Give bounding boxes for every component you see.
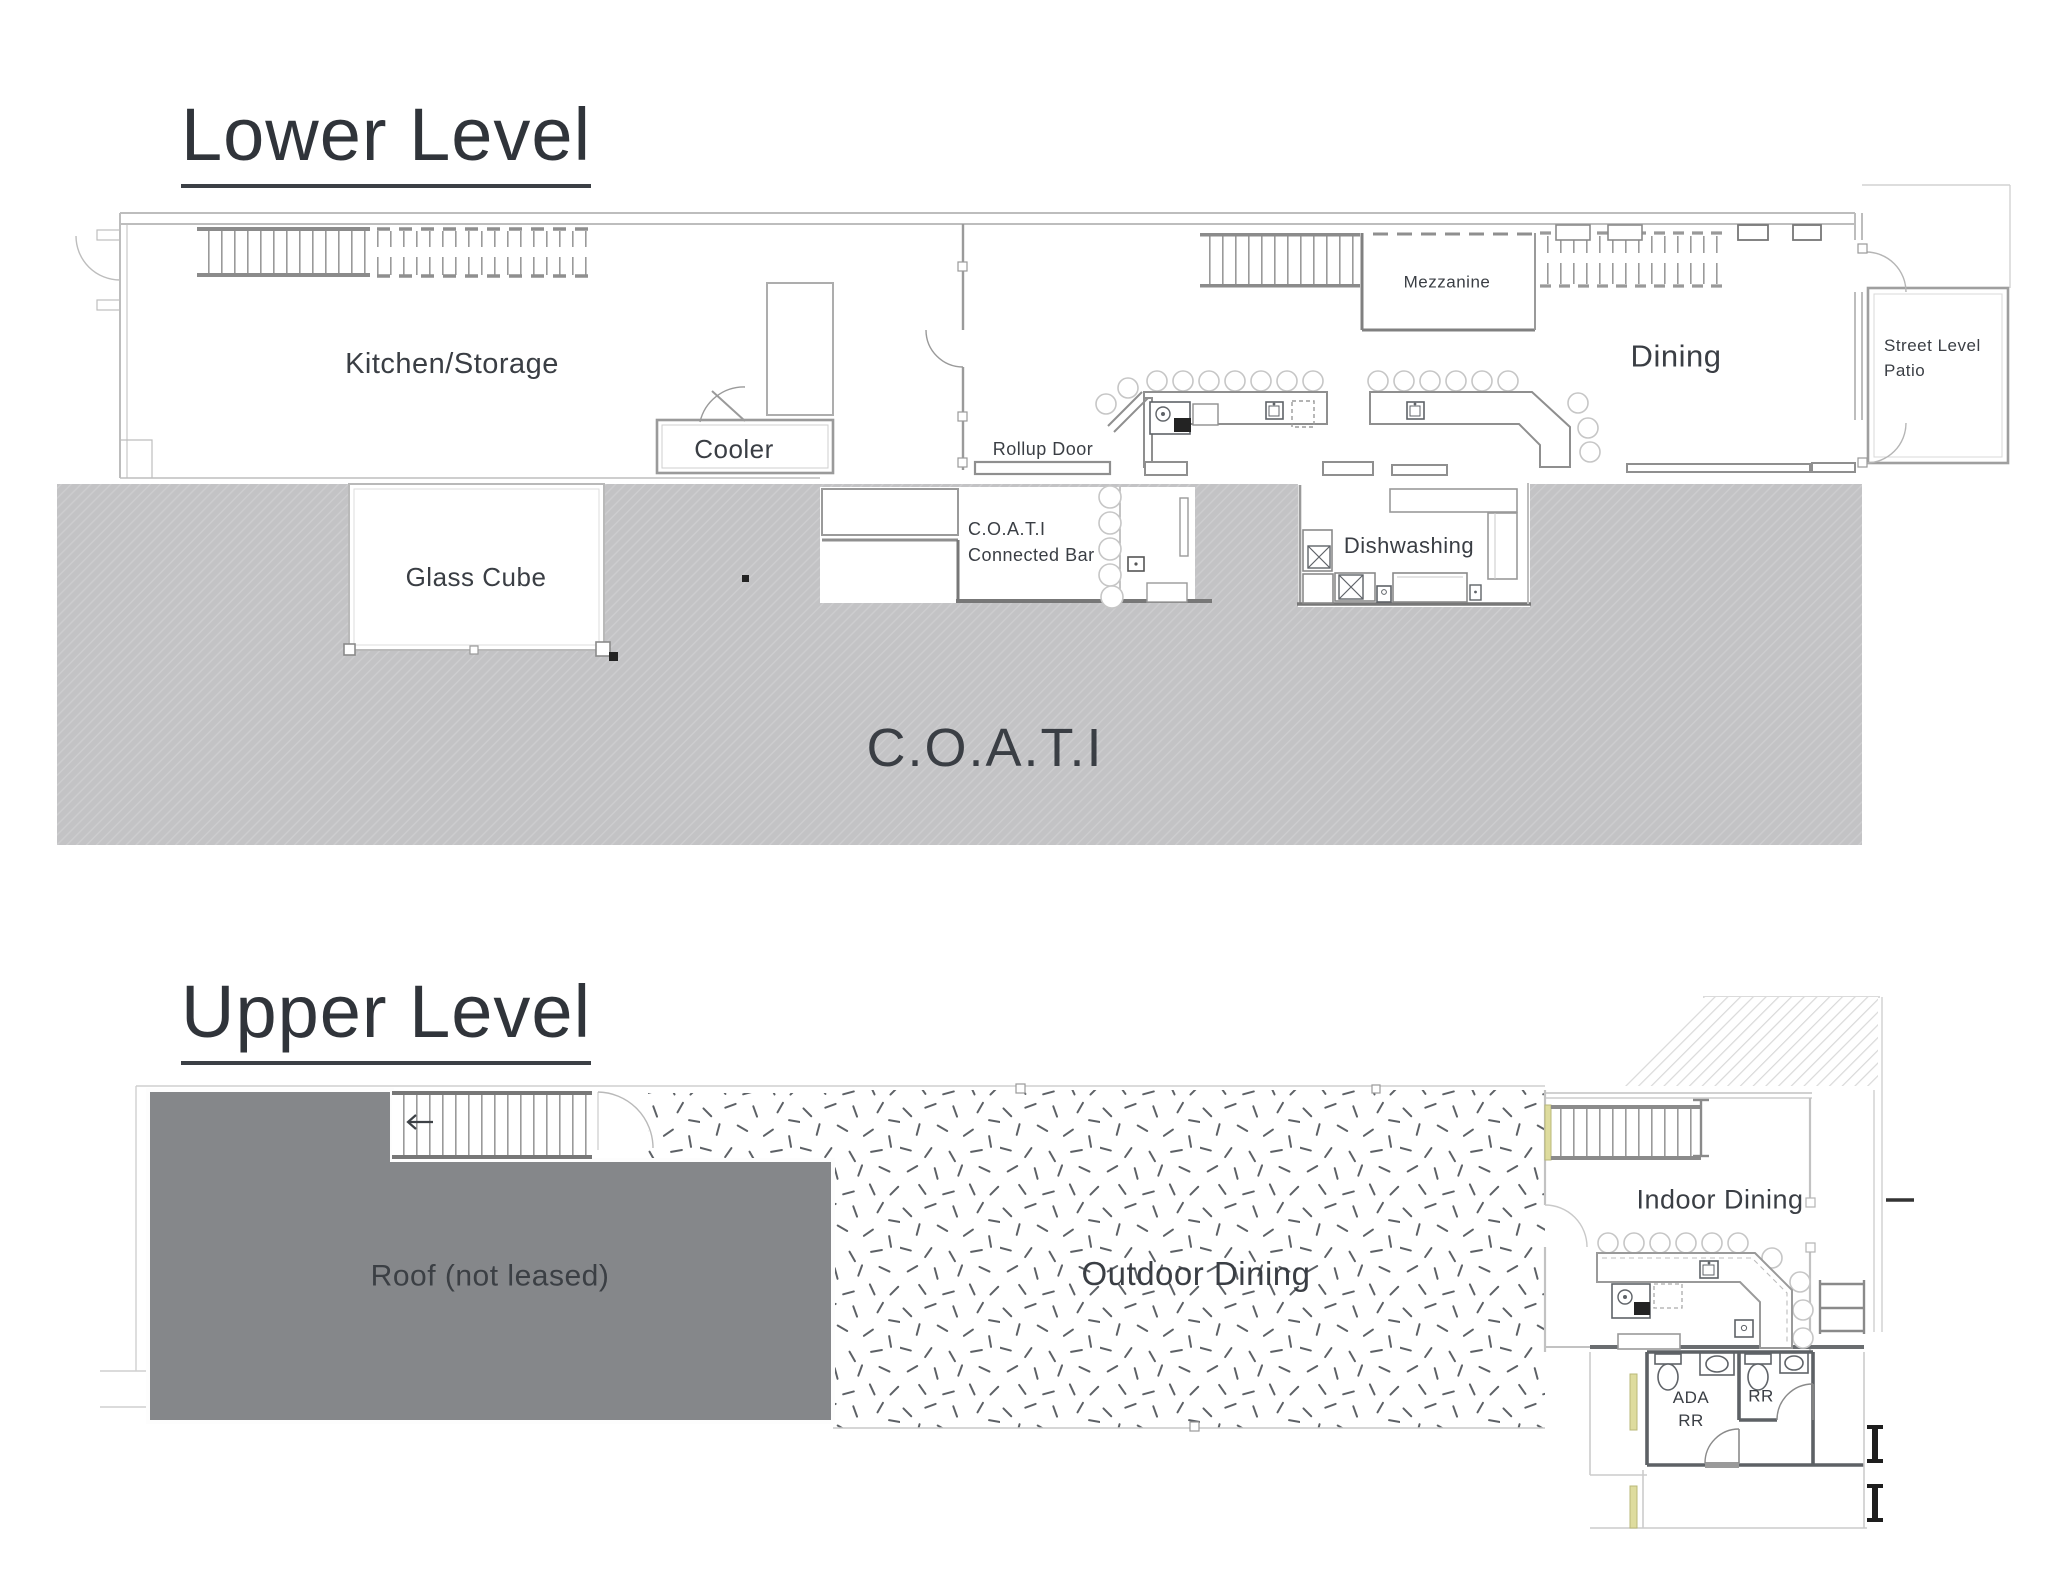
outdoor-dining-landing	[648, 1093, 833, 1160]
ada-door-arc	[1704, 1428, 1740, 1464]
dashed-equipment	[1291, 400, 1315, 428]
label-kitchen-storage: Kitchen/Storage	[345, 347, 559, 380]
sink-icon	[1265, 401, 1284, 420]
toilet-icon	[1744, 1353, 1772, 1391]
label-outdoor-dining: Outdoor Dining	[1081, 1255, 1311, 1293]
toilet-icon	[1654, 1353, 1682, 1391]
survey-marker	[1189, 1421, 1200, 1432]
door-strip	[1629, 1485, 1638, 1529]
label-glass-cube: Glass Cube	[405, 562, 547, 593]
kitchen-stairs	[197, 227, 588, 278]
west-door-arc	[75, 235, 121, 281]
label-indoor-dining: Indoor Dining	[1636, 1184, 1804, 1215]
cooler-door-arc	[699, 386, 746, 423]
patio-door-arc	[1865, 422, 1907, 464]
sink-icon	[1376, 585, 1392, 603]
roof-stairs	[392, 1090, 654, 1160]
door-icon	[1127, 556, 1145, 572]
arrow-left-icon	[406, 1114, 433, 1130]
sink-icon	[1406, 401, 1425, 420]
bathroom-sink-icon	[1779, 1352, 1809, 1374]
kitchen-door-arc	[925, 329, 964, 368]
sink-icon	[1734, 1319, 1754, 1338]
lower-exterior-walls	[75, 212, 1863, 479]
espresso-machine-icon	[1149, 401, 1191, 435]
glass-cube-room	[343, 483, 749, 661]
sink-icon	[1699, 1260, 1719, 1279]
dishwashing-room	[1297, 483, 1531, 607]
connected-bar-room	[820, 485, 1212, 609]
street-patio	[1857, 184, 2011, 468]
upper-stairs	[1544, 1098, 1709, 1161]
door-strip	[1629, 1373, 1638, 1431]
hatched-roof-corner	[1615, 997, 1878, 1086]
roof-door-arc	[597, 1091, 654, 1149]
lower-level-title: Lower Level	[181, 98, 592, 188]
label-connected-bar: C.O.A.T.I Connected Bar	[968, 519, 1095, 566]
patio-door-arc	[1865, 251, 1907, 293]
bar-stools	[1597, 1232, 1814, 1349]
lower-level-plan	[57, 184, 2011, 845]
indoor-bar	[1596, 1232, 1814, 1350]
bar-cabinet	[1192, 403, 1219, 426]
upper-level-plan	[100, 996, 1914, 1529]
kitchen-divider-wall	[925, 224, 968, 470]
survey-marker	[1015, 1083, 1026, 1094]
restrooms	[1589, 1350, 1883, 1529]
indoor-door-arc	[1544, 1204, 1588, 1248]
table	[1792, 224, 1822, 241]
bathroom-sink-icon	[1699, 1352, 1735, 1376]
center-bar	[1095, 370, 1328, 468]
label-rr: RR	[1748, 1386, 1774, 1406]
bar-stools	[1367, 370, 1601, 463]
dish-machine-icon	[1334, 572, 1376, 602]
corridor-stairs	[1818, 1280, 1866, 1334]
rr-door-arc	[1776, 1383, 1814, 1421]
label-street-patio: Street Level Patio	[1884, 336, 1981, 380]
label-cooler: Cooler	[694, 434, 774, 465]
label-rollup-door: Rollup Door	[992, 438, 1094, 459]
upper-level-title: Upper Level	[181, 975, 592, 1065]
label-coati-area: C.O.A.T.I	[866, 717, 1104, 778]
label-dining: Dining	[1630, 338, 1722, 374]
small-fixture	[1469, 584, 1482, 601]
dining-bar	[1367, 370, 1601, 468]
column-marker	[742, 575, 749, 582]
table	[1737, 224, 1769, 241]
label-dishwashing: Dishwashing	[1343, 533, 1475, 559]
rollup-door-shape	[973, 460, 1112, 476]
lower-bottom-walls	[1144, 461, 1856, 476]
bar-stools	[1098, 485, 1124, 609]
label-ada-rr: ADA RR	[1672, 1388, 1710, 1430]
dish-machine-icon	[1302, 529, 1333, 572]
survey-marker	[1371, 1084, 1381, 1094]
label-mezzanine: Mezzanine	[1403, 272, 1491, 292]
beam-marker	[1867, 1425, 1883, 1522]
outdoor-dining-area	[833, 1090, 1545, 1428]
espresso-machine-icon	[1611, 1283, 1651, 1319]
cooler-room	[655, 282, 835, 475]
dish-table	[1392, 572, 1468, 603]
label-roof: Roof (not leased)	[370, 1259, 610, 1293]
mezzanine-structure	[1200, 224, 1822, 332]
